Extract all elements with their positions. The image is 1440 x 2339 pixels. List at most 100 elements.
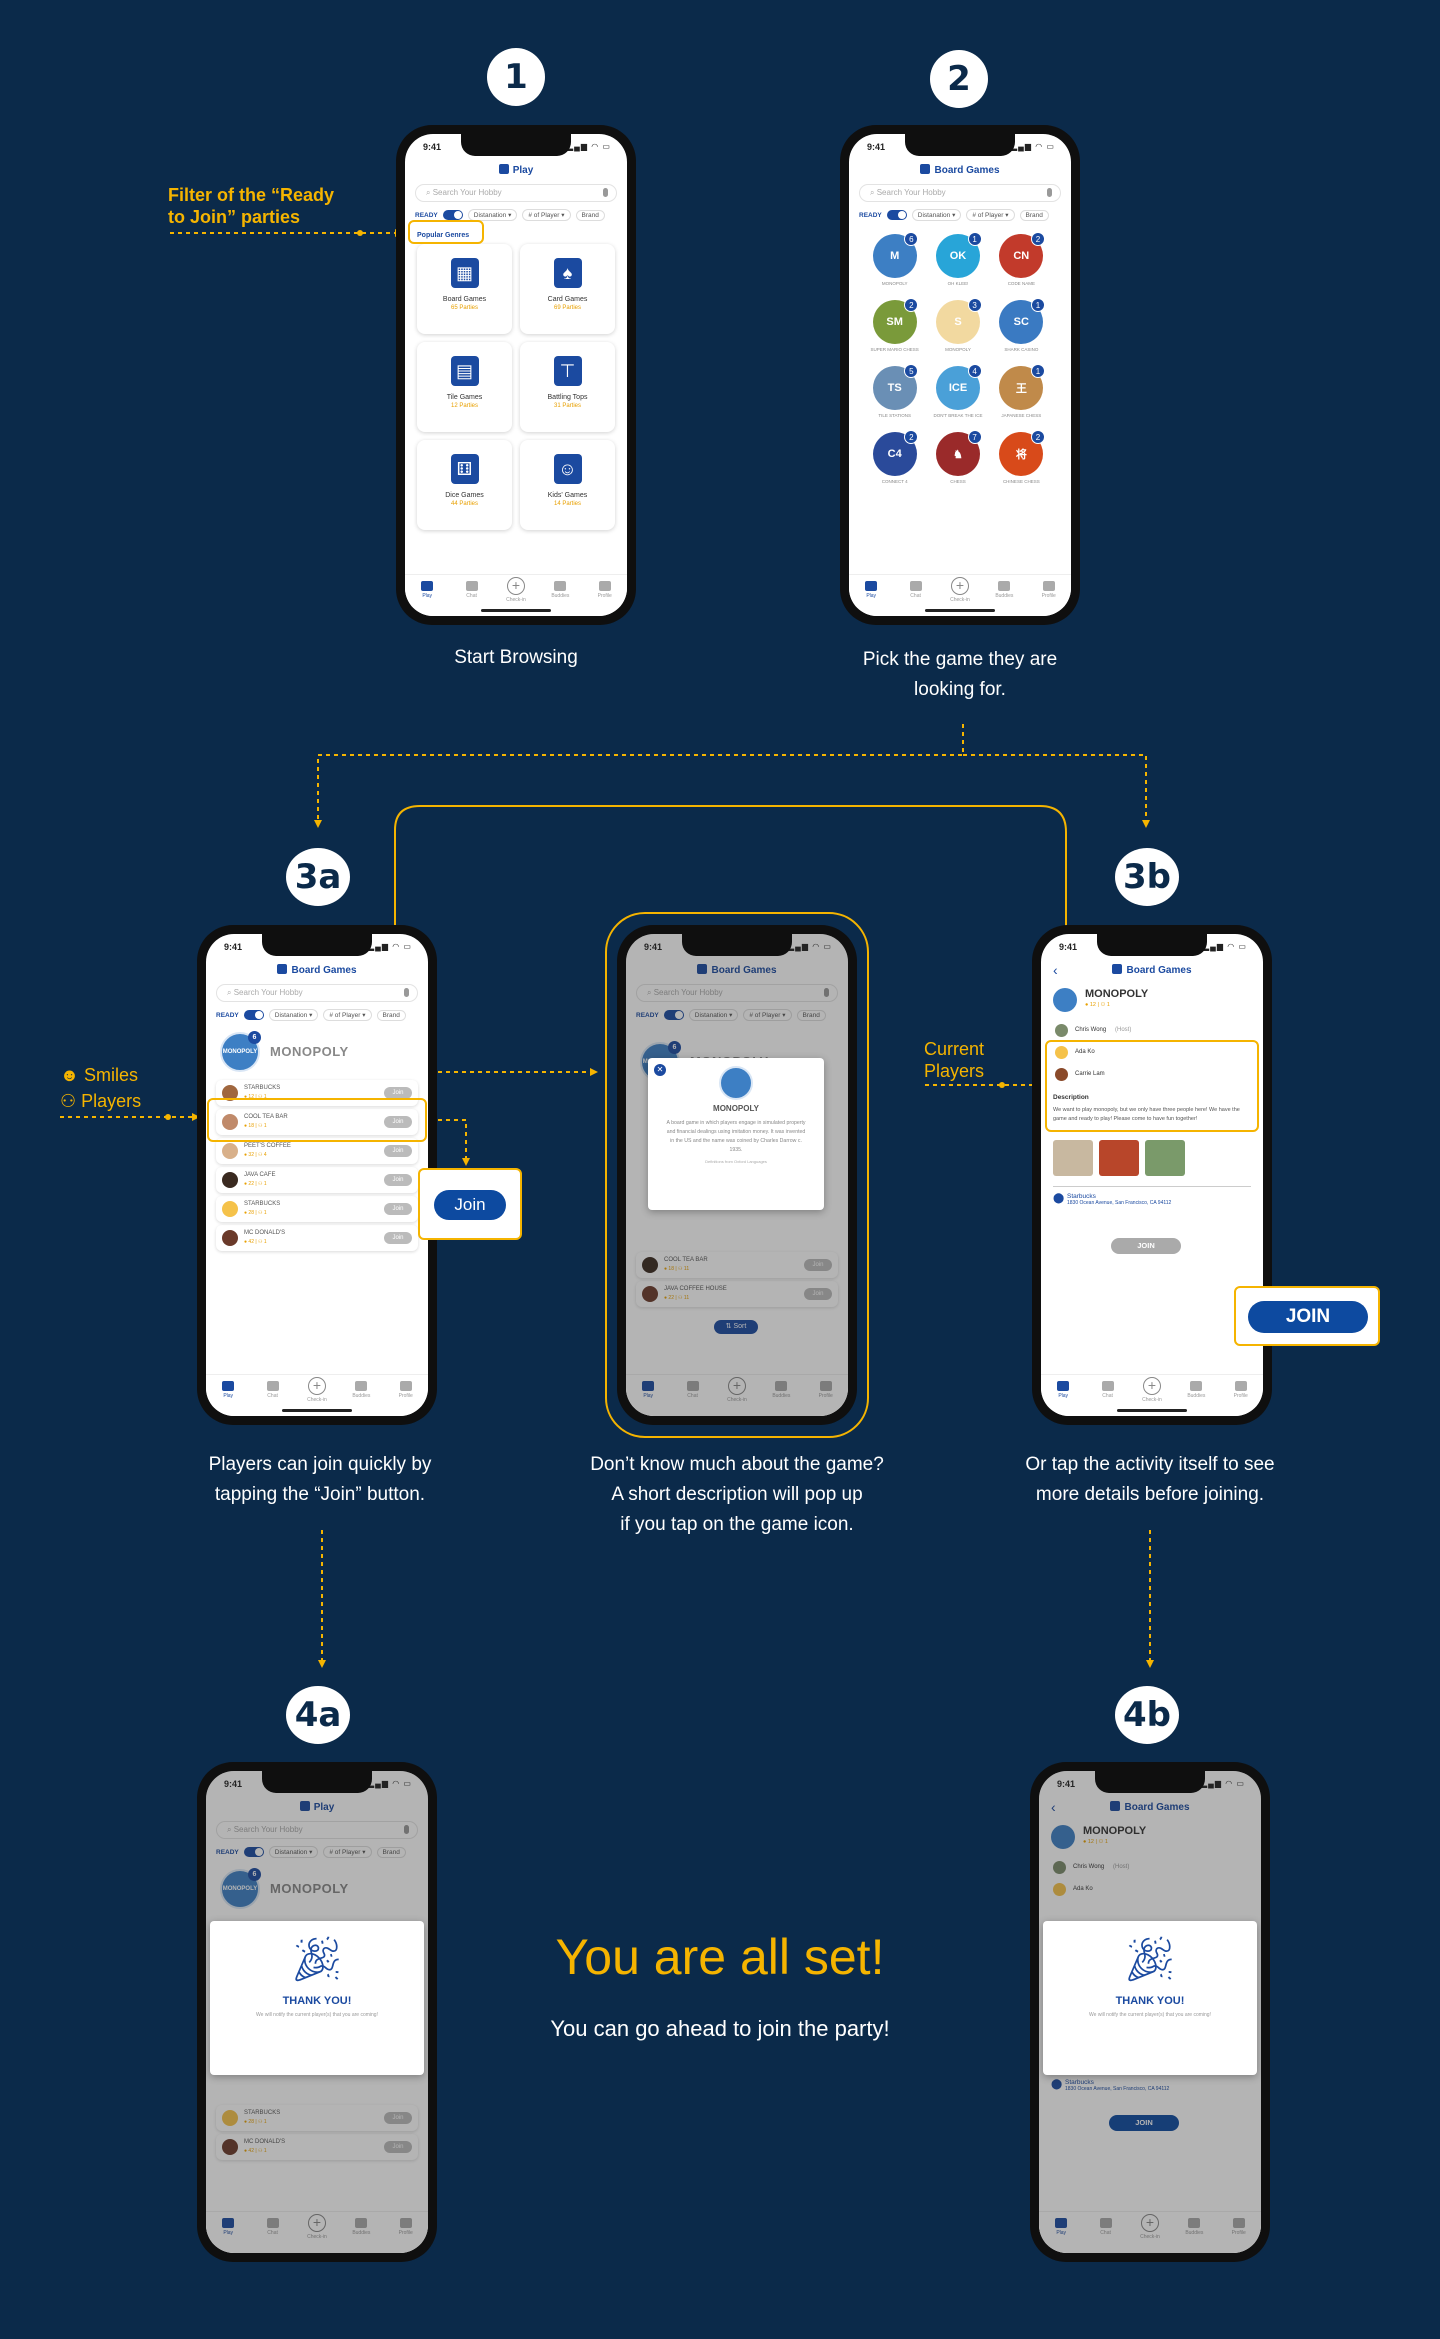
sort-button[interactable]: ⇅ Sort [714, 1320, 758, 1334]
filter-players[interactable]: # of Player ▾ [966, 209, 1015, 221]
list-item[interactable]: Carrie Lam [1055, 1066, 1249, 1084]
tab-play[interactable]: Play [1048, 1381, 1078, 1399]
search-input[interactable]: ⌕ Search Your Hobby [415, 184, 617, 202]
location-row[interactable]: ⬤ Starbucks 1830 Ocean Avenue, San Franc… [1053, 1186, 1251, 1206]
tab-chat[interactable]: Chat [1091, 2218, 1121, 2236]
join-button[interactable]: Join [384, 1087, 412, 1099]
join-button[interactable]: Join [384, 1232, 412, 1244]
search-input[interactable]: ⌕ Search Your Hobby [216, 1821, 418, 1839]
search-input[interactable]: ⌕ Search Your Hobby [636, 984, 838, 1002]
tab-buddies[interactable]: Buddies [346, 1381, 376, 1399]
join-button[interactable]: Join [384, 1203, 412, 1215]
tab-chat[interactable]: Chat [457, 581, 487, 599]
join-button-zoomed[interactable]: JOIN [1248, 1301, 1368, 1333]
list-item[interactable]: Chris Wong(Host) [1053, 1859, 1247, 1877]
tab-checkin[interactable]: +Check-in [302, 2214, 332, 2240]
filter-players[interactable]: # of Player ▾ [323, 1846, 372, 1858]
join-button[interactable]: JOIN [1111, 1238, 1181, 1254]
mic-icon[interactable] [603, 188, 608, 197]
tab-profile[interactable]: Profile [391, 2218, 421, 2236]
list-item[interactable]: Chris Wong(Host) [1055, 1022, 1249, 1040]
tab-profile[interactable]: Profile [1034, 581, 1064, 599]
tab-profile[interactable]: Profile [590, 581, 620, 599]
tab-checkin[interactable]: +Check-in [722, 1377, 752, 1403]
mic-icon[interactable] [404, 1825, 409, 1834]
tab-play[interactable]: Play [213, 2218, 243, 2236]
filter-brand[interactable]: Brand [376, 1846, 406, 1858]
filter-players[interactable]: # of Player ▾ [522, 209, 571, 221]
join-button[interactable]: Join [804, 1288, 832, 1300]
tab-checkin[interactable]: +Check-in [1135, 2214, 1165, 2240]
tab-chat[interactable]: Chat [258, 2218, 288, 2236]
tab-checkin[interactable]: +Check-in [302, 1377, 332, 1403]
filter-brand[interactable]: Brand [796, 1009, 826, 1021]
filter-brand[interactable]: Brand [1019, 209, 1049, 221]
tab-buddies[interactable]: Buddies [766, 1381, 796, 1399]
filter-distance[interactable]: Distanation ▾ [268, 1009, 319, 1021]
join-button[interactable]: Join [384, 1116, 412, 1128]
list-item[interactable]: Ada Ko [1053, 1881, 1247, 1899]
tab-buddies[interactable]: Buddies [989, 581, 1019, 599]
tab-buddies[interactable]: Buddies [1179, 2218, 1209, 2236]
ready-toggle[interactable] [243, 1010, 264, 1020]
tab-checkin[interactable]: +Check-in [1137, 1377, 1167, 1403]
tab-chat[interactable]: Chat [678, 1381, 708, 1399]
tab-chat[interactable]: Chat [901, 581, 931, 599]
list-item[interactable]: Ada Ko [1055, 1044, 1249, 1062]
filter-distance[interactable]: Distanation ▾ [911, 209, 962, 221]
tab-profile[interactable]: Profile [1224, 2218, 1254, 2236]
join-button[interactable]: Join [804, 1259, 832, 1271]
tab-profile[interactable]: Profile [391, 1381, 421, 1399]
join-button[interactable]: Join [384, 2141, 412, 2153]
tab-profile[interactable]: Profile [811, 1381, 841, 1399]
tab-play[interactable]: Play [412, 581, 442, 599]
ready-toggle[interactable] [663, 1010, 684, 1020]
join-button[interactable]: Join [384, 1174, 412, 1186]
filter-brand[interactable]: Brand [376, 1009, 406, 1021]
filter-players[interactable]: # of Player ▾ [743, 1009, 792, 1021]
mic-icon[interactable] [824, 988, 829, 997]
tab-play[interactable]: Play [856, 581, 886, 599]
back-chevron-icon[interactable]: ‹ [1051, 1799, 1056, 1815]
filter-players[interactable]: # of Player ▾ [323, 1009, 372, 1021]
tab-buddies[interactable]: Buddies [346, 2218, 376, 2236]
tab-chat[interactable]: Chat [258, 1381, 288, 1399]
ready-toggle[interactable] [442, 210, 463, 220]
mic-icon[interactable] [404, 988, 409, 997]
filter-brand[interactable]: Brand [575, 209, 605, 221]
ready-toggle[interactable] [886, 210, 907, 220]
join-button[interactable]: Join [384, 1145, 412, 1157]
tab-buddies[interactable]: Buddies [1181, 1381, 1211, 1399]
search-input[interactable]: ⌕ Search Your Hobby [216, 984, 418, 1002]
tab-play[interactable]: Play [213, 1381, 243, 1399]
join-button[interactable]: Join [384, 2112, 412, 2124]
tab-profile[interactable]: Profile [1226, 1381, 1256, 1399]
mic-icon[interactable] [1047, 188, 1052, 197]
location-row[interactable]: ⬤ Starbucks 1830 Ocean Avenue, San Franc… [1051, 2075, 1249, 2092]
